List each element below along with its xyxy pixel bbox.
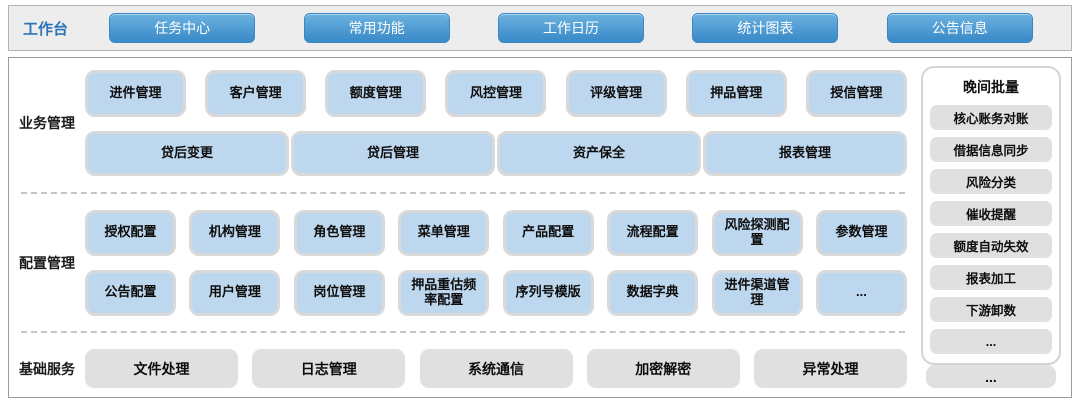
night-batch-more-button[interactable]: ... xyxy=(930,329,1052,354)
right-column: 晚间批量 核心账务对账 借据信息同步 风险分类 催收提醒 额度自动失效 报表加工… xyxy=(921,66,1061,388)
workbench-topbar: 工作台 任务中心 常用功能 工作日历 统计图表 公告信息 xyxy=(8,5,1072,51)
section-config: 配置管理 授权配置 机构管理 角色管理 菜单管理 产品配置 流程配置 风险探测配… xyxy=(9,209,911,316)
config-module-button[interactable]: 角色管理 xyxy=(293,209,385,256)
business-module-button[interactable]: 客户管理 xyxy=(205,70,307,117)
business-module-button[interactable]: 贷后管理 xyxy=(291,131,495,176)
night-batch-item[interactable]: 额度自动失效 xyxy=(930,233,1052,258)
section-divider xyxy=(21,331,905,334)
business-module-button[interactable]: 报表管理 xyxy=(703,131,907,176)
business-module-button[interactable]: 押品管理 xyxy=(685,70,787,117)
business-row-2: 贷后变更 贷后管理 资产保全 报表管理 xyxy=(85,131,907,176)
night-batch-item[interactable]: 催收提醒 xyxy=(930,201,1052,226)
night-batch-title: 晚间批量 xyxy=(963,79,1019,95)
config-row-1: 授权配置 机构管理 角色管理 菜单管理 产品配置 流程配置 风险探测配置 参数管… xyxy=(85,209,907,256)
topbar-button-common-functions[interactable]: 常用功能 xyxy=(303,13,450,43)
business-module-button[interactable]: 进件管理 xyxy=(85,70,186,117)
business-module-button[interactable]: 评级管理 xyxy=(565,70,667,117)
base-service-button[interactable]: 异常处理 xyxy=(754,349,907,388)
night-batch-item[interactable]: 报表加工 xyxy=(930,265,1052,290)
business-module-button[interactable]: 贷后变更 xyxy=(85,131,289,176)
business-module-button[interactable]: 风控管理 xyxy=(445,70,547,117)
topbar-button-announcement-info[interactable]: 公告信息 xyxy=(886,13,1033,43)
base-service-more-button[interactable]: ... xyxy=(926,365,1056,388)
config-module-button[interactable]: 押品重估频率配置 xyxy=(398,269,490,316)
config-module-button[interactable]: 数据字典 xyxy=(607,269,699,316)
base-row: 文件处理 日志管理 系统通信 加密解密 异常处理 xyxy=(85,349,907,388)
config-module-button[interactable]: 流程配置 xyxy=(607,209,699,256)
config-module-button[interactable]: 序列号模版 xyxy=(502,269,594,316)
config-module-more-button[interactable]: ... xyxy=(815,269,907,316)
config-row-2: 公告配置 用户管理 岗位管理 押品重估频率配置 序列号模版 数据字典 进件渠道管… xyxy=(85,269,907,316)
section-divider xyxy=(21,191,905,194)
business-row-1: 进件管理 客户管理 额度管理 风控管理 评级管理 押品管理 授信管理 xyxy=(85,70,907,117)
config-module-button[interactable]: 授权配置 xyxy=(85,209,176,256)
business-module-button[interactable]: 授信管理 xyxy=(805,70,907,117)
night-batch-panel: 晚间批量 核心账务对账 借据信息同步 风险分类 催收提醒 额度自动失效 报表加工… xyxy=(921,66,1061,365)
base-service-button[interactable]: 加密解密 xyxy=(586,349,740,388)
base-service-button[interactable]: 日志管理 xyxy=(252,349,406,388)
base-service-button[interactable]: 文件处理 xyxy=(85,349,238,388)
section-label-config: 配置管理 xyxy=(19,254,75,271)
topbar-button-work-calendar[interactable]: 工作日历 xyxy=(497,13,644,43)
config-module-button[interactable]: 岗位管理 xyxy=(293,269,385,316)
config-module-button[interactable]: 用户管理 xyxy=(189,269,281,316)
main-panel: 业务管理 进件管理 客户管理 额度管理 风控管理 评级管理 押品管理 授信管理 … xyxy=(8,57,1072,398)
topbar-button-statistics-charts[interactable]: 统计图表 xyxy=(692,13,839,43)
night-batch-item[interactable]: 核心账务对账 xyxy=(930,105,1052,130)
config-module-button[interactable]: 菜单管理 xyxy=(398,209,490,256)
business-module-button[interactable]: 额度管理 xyxy=(325,70,427,117)
config-module-button[interactable]: 进件渠道管理 xyxy=(711,269,803,316)
section-label-base: 基础服务 xyxy=(19,360,75,377)
config-module-button[interactable]: 风险探测配置 xyxy=(711,209,803,256)
workbench-buttons: 任务中心 常用功能 工作日历 统计图表 公告信息 xyxy=(85,13,1057,43)
night-batch-item[interactable]: 风险分类 xyxy=(930,169,1052,194)
workbench-label: 工作台 xyxy=(23,20,69,38)
config-module-button[interactable]: 参数管理 xyxy=(815,209,907,256)
section-business: 业务管理 进件管理 客户管理 额度管理 风控管理 评级管理 押品管理 授信管理 … xyxy=(9,70,911,176)
sections-area: 业务管理 进件管理 客户管理 额度管理 风控管理 评级管理 押品管理 授信管理 … xyxy=(9,66,911,388)
business-module-button[interactable]: 资产保全 xyxy=(497,131,701,176)
section-label-business: 业务管理 xyxy=(19,115,75,131)
section-base: 基础服务 文件处理 日志管理 系统通信 加密解密 异常处理 xyxy=(9,349,911,388)
base-service-button[interactable]: 系统通信 xyxy=(419,349,573,388)
topbar-button-task-center[interactable]: 任务中心 xyxy=(109,13,256,43)
config-module-button[interactable]: 机构管理 xyxy=(189,209,281,256)
config-module-button[interactable]: 公告配置 xyxy=(85,269,176,316)
config-module-button[interactable]: 产品配置 xyxy=(502,209,594,256)
night-batch-item[interactable]: 借据信息同步 xyxy=(930,137,1052,162)
night-batch-item[interactable]: 下游卸数 xyxy=(930,297,1052,322)
